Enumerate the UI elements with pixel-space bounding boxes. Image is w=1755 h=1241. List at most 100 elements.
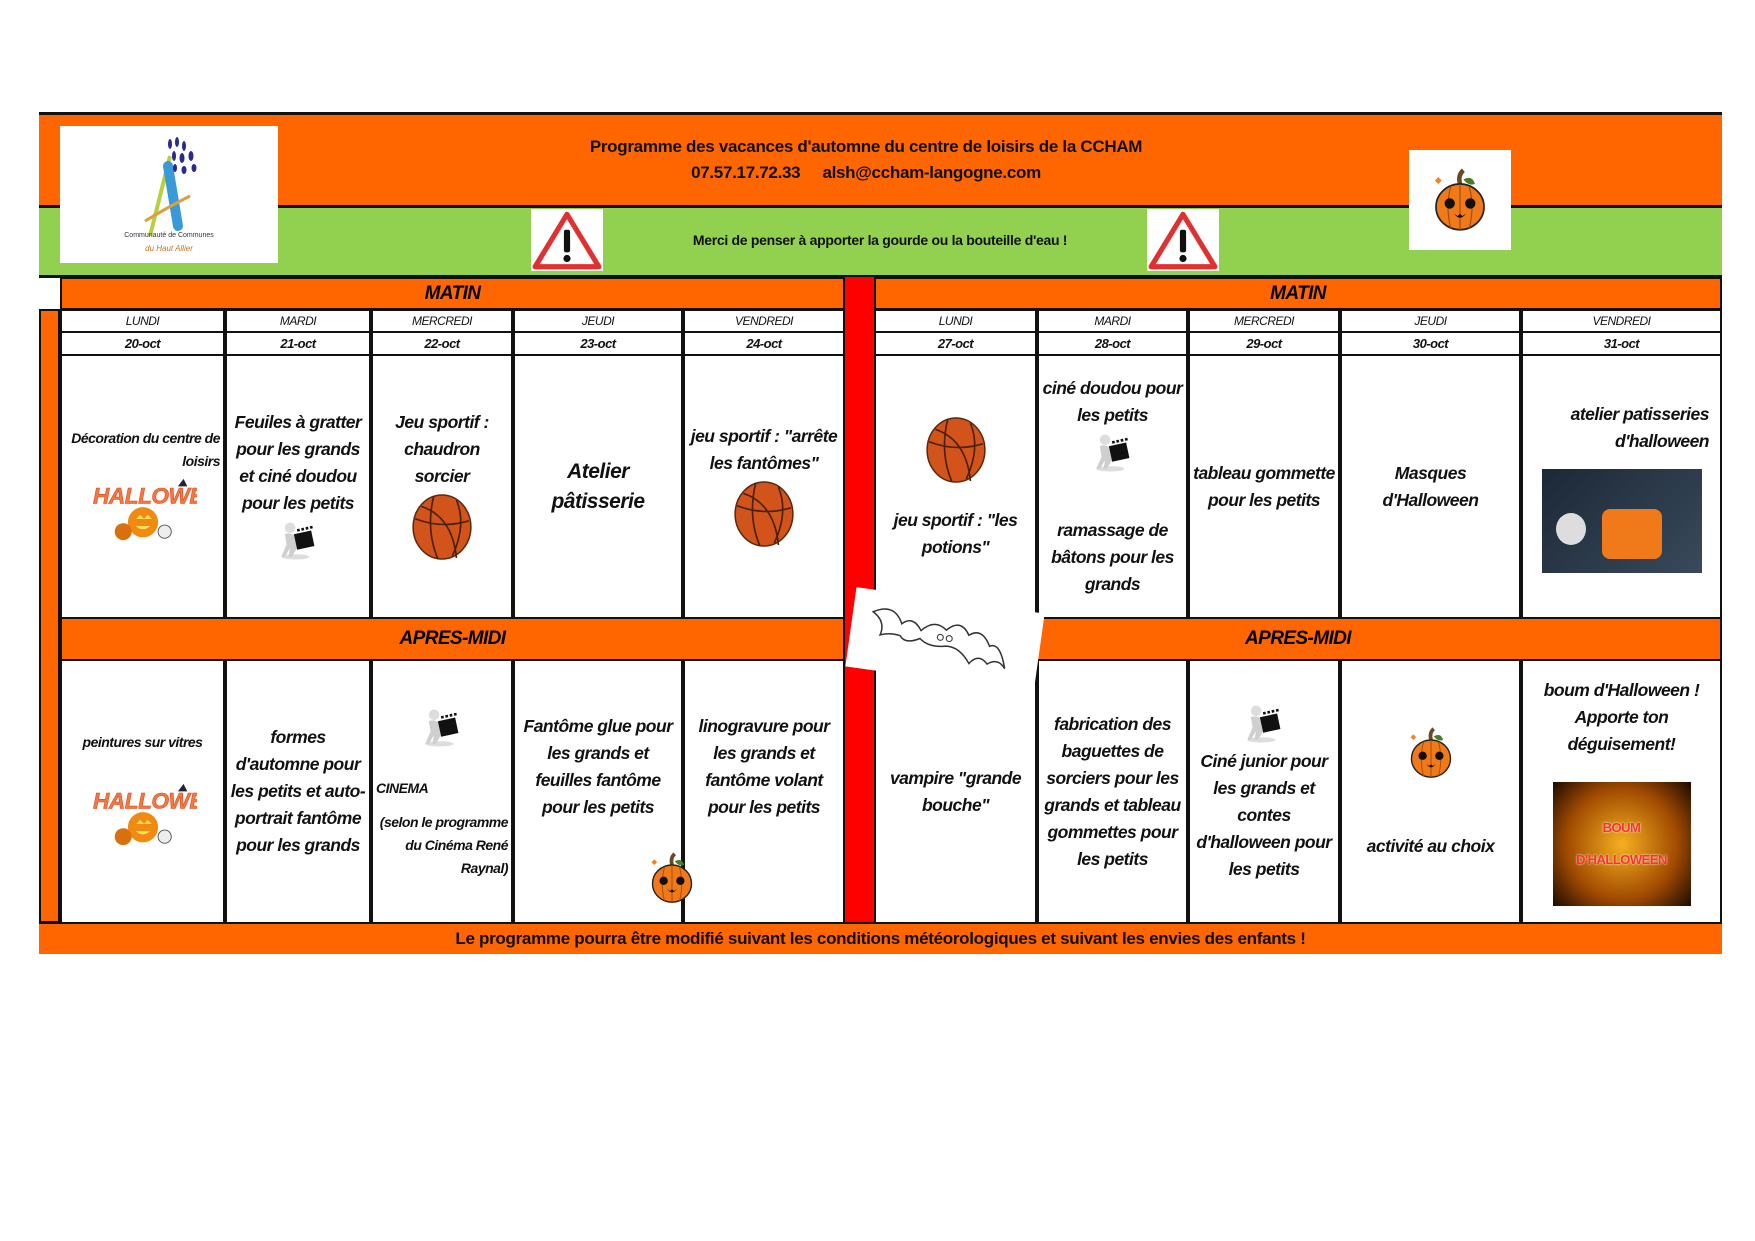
day-header: LUNDI bbox=[874, 309, 1037, 333]
warning-icon bbox=[1147, 209, 1219, 271]
day-label: MARDI bbox=[1094, 314, 1131, 328]
pumpkin-image bbox=[1409, 150, 1511, 250]
activity-cell-morning: ciné doudou pour les petits ramassage de … bbox=[1037, 354, 1188, 619]
morning-header-week1: MATIN bbox=[60, 277, 845, 310]
date-label: 24-oct bbox=[746, 335, 782, 351]
activity-text: peintures sur vitres bbox=[82, 734, 203, 750]
basketball-icon bbox=[925, 417, 987, 483]
activity-text: boum d'Halloween ! Apporte ton déguiseme… bbox=[1543, 680, 1700, 754]
activity-text: vampire "grande bouche" bbox=[889, 767, 1022, 815]
halloween-cake-image bbox=[1541, 468, 1702, 573]
day-header: MERCREDI bbox=[371, 309, 513, 333]
activity-cell-afternoon: formes d'automne pour les petits et auto… bbox=[225, 659, 371, 924]
activity-cell-afternoon: CINEMA (selon le programme du Cinéma René… bbox=[371, 659, 513, 924]
date-label: 22-oct bbox=[424, 335, 460, 351]
email-address: alsh@ccham-langogne.com bbox=[822, 163, 1041, 182]
day-header: VENDREDI bbox=[683, 309, 845, 333]
activity-text: Feuiles à gratter pour les grands et cin… bbox=[234, 411, 362, 513]
activity-text: ciné doudou pour les petits bbox=[1042, 378, 1183, 425]
activity-cell-afternoon: linogravure pour les grands et fantôme v… bbox=[683, 659, 845, 924]
day-label: JEUDI bbox=[1414, 314, 1447, 328]
cinema-clapper-icon bbox=[1091, 433, 1135, 473]
date-label: 20-oct bbox=[124, 335, 161, 351]
poster-text: D'HALLOWEEN bbox=[1576, 852, 1667, 867]
ccham-logo: Communauté de Communes du Haut Allier bbox=[60, 126, 278, 263]
activity-cell-morning: atelier patisseries d'halloween bbox=[1521, 354, 1722, 619]
day-header: JEUDI bbox=[1340, 309, 1521, 333]
bat-image bbox=[845, 587, 1045, 693]
activity-cell-afternoon: fabrication des baguettes de sorciers po… bbox=[1037, 659, 1188, 924]
date-label: 30-oct bbox=[1412, 335, 1449, 351]
program-title: Programme des vacances d'automne du cent… bbox=[589, 137, 1143, 156]
morning-header-week2: MATIN bbox=[874, 277, 1722, 310]
basketball-icon bbox=[733, 481, 795, 547]
activity-cell-morning: Jeu sportif : chaudron sorcier bbox=[371, 354, 513, 619]
pumpkin-icon bbox=[648, 852, 696, 904]
cinema-clapper-icon bbox=[420, 708, 464, 748]
activity-text: linogravure pour les grands et fantôme v… bbox=[698, 715, 830, 817]
date-label: 27-oct bbox=[937, 335, 974, 351]
activity-text: Jeu sportif : chaudron sorcier bbox=[395, 412, 489, 486]
halloween-image bbox=[89, 477, 197, 543]
activity-cell-morning: Feuiles à gratter pour les grands et cin… bbox=[225, 354, 371, 619]
activity-text: jeu sportif : "les potions" bbox=[893, 509, 1018, 557]
warning-icon bbox=[531, 209, 603, 271]
day-label: JEUDI bbox=[581, 314, 615, 328]
water-reminder: Merci de penser à apporter la gourde ou … bbox=[692, 232, 1068, 248]
date-header: 29-oct bbox=[1188, 331, 1340, 356]
date-header: 22-oct bbox=[371, 331, 513, 356]
phone-number: 07.57.17.72.33 bbox=[691, 163, 801, 182]
activity-text: tableau gommette pour les petits bbox=[1193, 462, 1335, 510]
activity-text: ramassage de bâtons pour les grands bbox=[1051, 520, 1174, 594]
day-label: MERCREDI bbox=[411, 314, 473, 328]
pumpkin-icon bbox=[1406, 727, 1456, 779]
afternoon-header-week1: APRES-MIDI bbox=[60, 617, 845, 661]
poster-text: BOUM bbox=[1602, 820, 1641, 835]
day-label: LUNDI bbox=[938, 314, 973, 328]
left-strip bbox=[39, 309, 60, 923]
day-header: MARDI bbox=[1037, 309, 1188, 333]
logo-text-1: Communauté de Communes bbox=[124, 232, 214, 239]
date-header: 30-oct bbox=[1340, 331, 1521, 356]
activity-cell-afternoon: peintures sur vitres bbox=[60, 659, 225, 924]
activity-text: CINEMA bbox=[376, 779, 429, 796]
activity-text: formes d'automne pour les petits et auto… bbox=[230, 727, 366, 855]
activity-cell-morning: Atelier pâtisserie bbox=[513, 354, 683, 619]
activity-text: atelier patisseries d'halloween bbox=[1570, 403, 1710, 451]
logo-text-2: du Haut Allier bbox=[145, 244, 193, 253]
date-label: 29-oct bbox=[1246, 335, 1282, 351]
activity-cell-afternoon: Ciné junior pour les grands et contes d'… bbox=[1188, 659, 1340, 924]
activity-cell-morning: jeu sportif : "arrête les fantômes" bbox=[683, 354, 845, 619]
boum-poster-image: BOUM D'HALLOWEEN bbox=[1552, 782, 1691, 906]
halloween-image bbox=[89, 782, 197, 848]
activity-text: Atelier pâtisserie bbox=[551, 459, 645, 513]
day-label: MARDI bbox=[279, 314, 317, 328]
cinema-clapper-icon bbox=[276, 521, 320, 561]
day-header: LUNDI bbox=[60, 309, 225, 333]
activity-text: Décoration du centre de loisirs bbox=[71, 429, 220, 469]
date-label: 28-oct bbox=[1094, 335, 1131, 351]
activity-cell-morning: Décoration du centre de loisirs bbox=[60, 354, 225, 619]
activity-text: (selon le programme du Cinéma René Rayna… bbox=[379, 813, 509, 876]
contact-line: 07.57.17.72.33 alsh@ccham-langogne.com bbox=[380, 163, 1352, 183]
date-header: 23-oct bbox=[513, 331, 683, 356]
activity-cell-afternoon: boum d'Halloween ! Apporte ton déguiseme… bbox=[1521, 659, 1722, 924]
activity-text: Masques d'Halloween bbox=[1382, 462, 1479, 510]
activity-text: Ciné junior pour les grands et contes d'… bbox=[1196, 751, 1332, 879]
activity-cell-morning: tableau gommette pour les petits bbox=[1188, 354, 1340, 619]
date-header: 24-oct bbox=[683, 331, 845, 356]
date-header: 28-oct bbox=[1037, 331, 1188, 356]
day-header: MERCREDI bbox=[1188, 309, 1340, 333]
date-label: 21-oct bbox=[280, 335, 316, 351]
activity-text: jeu sportif : "arrête les fantômes" bbox=[690, 425, 838, 473]
footer-note: Le programme pourra être modifié suivant… bbox=[455, 929, 1306, 948]
day-label: VENDREDI bbox=[1592, 314, 1651, 328]
day-label: MERCREDI bbox=[1233, 314, 1295, 328]
date-header: 20-oct bbox=[60, 331, 225, 356]
date-header: 21-oct bbox=[225, 331, 371, 356]
date-header: 31-oct bbox=[1521, 331, 1722, 356]
activity-text: activité au choix bbox=[1366, 836, 1495, 856]
footer-banner: Le programme pourra être modifié suivant… bbox=[39, 922, 1722, 954]
day-header: VENDREDI bbox=[1521, 309, 1722, 333]
activity-text: Fantôme glue pour les grands et feuilles… bbox=[523, 715, 674, 817]
